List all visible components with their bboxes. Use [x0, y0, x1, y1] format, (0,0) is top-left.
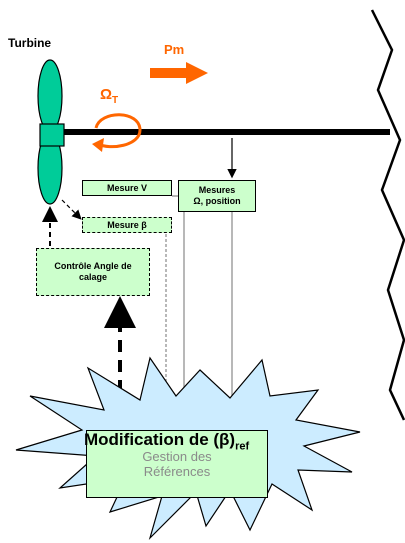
pm-label: Pm — [164, 42, 185, 57]
rotation-arrow-icon — [94, 113, 142, 149]
mesures-line1: Mesures — [198, 185, 236, 195]
mesures-omega-box: Mesures Ω, position — [178, 180, 256, 212]
omega-subscript: T — [112, 95, 119, 106]
controle-angle-label: Contrôle Angle de calage — [54, 261, 132, 282]
mesure-v-label: Mesure V — [106, 182, 148, 193]
turbine-title: Turbine — [8, 36, 52, 50]
mesure-beta-box: Mesure β — [82, 217, 172, 233]
mesure-v-box: Mesure V — [82, 180, 172, 196]
gestion-references-box: Gestion des Références — [86, 430, 268, 498]
mesures-line2: Ω, position — [193, 196, 241, 206]
blade-upper-icon — [37, 59, 63, 133]
modification-label: Modification de (β)ref — [84, 430, 249, 452]
modification-subscript: ref — [235, 440, 250, 453]
gestion-line2: Références — [143, 464, 211, 479]
modification-main: Modification de (β) — [84, 430, 236, 449]
omega-t-label: ΩT — [100, 86, 118, 106]
controle-angle-box: Contrôle Angle de calage — [36, 248, 150, 296]
gestion-line1: Gestion des — [142, 449, 212, 464]
omega-symbol: Ω — [100, 86, 113, 103]
hub-icon — [39, 123, 65, 147]
gestion-text: Gestion des Références — [142, 449, 211, 479]
break-line — [370, 9, 405, 421]
mesures-omega-text: Mesures Ω, position — [193, 185, 240, 207]
pm-arrow-icon — [150, 62, 208, 84]
mesure-beta-label: Mesure β — [107, 219, 147, 230]
